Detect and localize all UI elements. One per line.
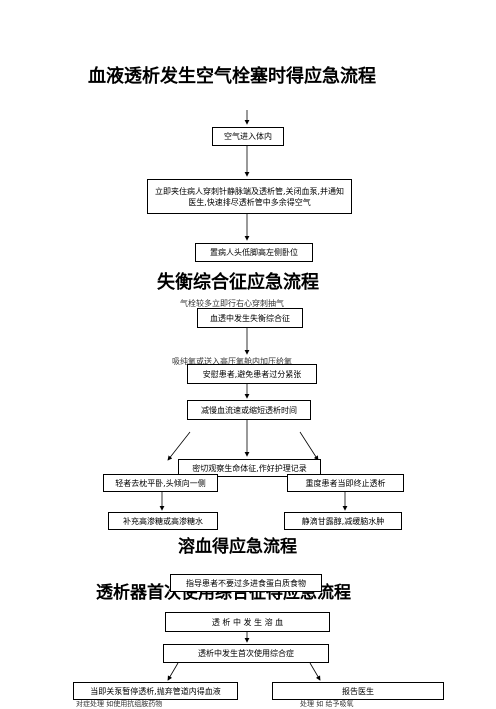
dis-step-monitor: 密切观察生命体征,作好护理记录 <box>178 459 321 477</box>
dis-branch-severe: 重度患者当即终止透析 <box>287 474 404 492</box>
first-branch-stop-pump: 当即关泵暂停透析,抛弃管道内得血液 <box>73 682 238 700</box>
hemo-step-diet-guidance: 指导患者不要过多进食蛋白质食物 <box>170 574 322 592</box>
title-air-embolism: 血液透析发生空气栓塞时得应急流程 <box>88 66 376 87</box>
title-hemolysis: 溶血得应急流程 <box>178 537 297 557</box>
air-step-oxygen: 吸纯氧或送入高压氧舱内加压给氧 <box>172 357 292 366</box>
title-disequilibrium: 失衡综合征应急流程 <box>157 272 319 293</box>
dis-mild-treatment: 补充高渗糖或高渗糖水 <box>108 512 218 530</box>
air-step-position-patient: 置病人头低脚高左侧卧位 <box>195 243 313 262</box>
first-branch-report-doctor: 报告医生 <box>272 682 444 700</box>
first-step-syndrome-occurs: 透析中发生首次使用综合症 <box>163 644 329 663</box>
air-step-right-heart-aspiration: 气栓较多立即行右心穿刺抽气 <box>180 299 284 308</box>
air-step-air-enters: 空气进入体内 <box>212 127 284 146</box>
first-right-partial: 处理 如 给予吸氧 <box>300 700 354 708</box>
dis-severe-treatment: 静滴甘露醇,减缓脑水肿 <box>284 512 402 530</box>
first-left-partial: 对症处理 如使用抗组胺药物 <box>76 700 163 708</box>
dis-step-occurs: 血透中发生失衡综合征 <box>197 308 303 328</box>
air-step-clamp-and-notify: 立即夹住病人穿刺针静脉端及透析管,关闭血泵,并通知医生,快速排尽透析管中多余得空… <box>147 179 352 214</box>
first-step-hemolysis-in-dialysis: 透 析 中 发 生 溶 血 <box>165 612 330 632</box>
dis-step-slow-flow: 减慢血流速或缩短透析时间 <box>187 400 311 420</box>
dis-branch-mild: 轻者去枕平卧,头倾向一侧 <box>103 474 218 492</box>
dis-step-reassure: 安慰患者,避免患者过分紧张 <box>187 364 317 384</box>
